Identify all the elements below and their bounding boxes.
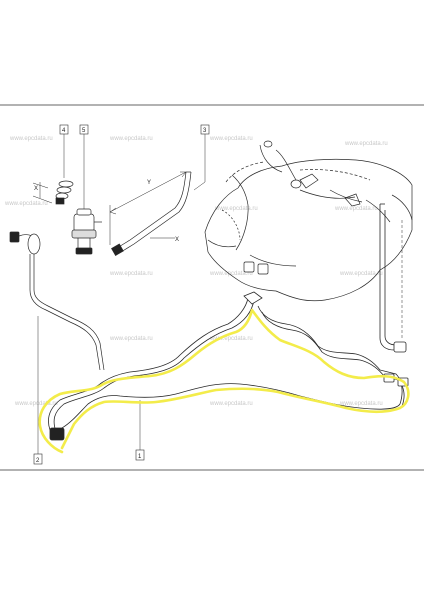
- watermark-text: www.epcdata.ru: [214, 206, 258, 212]
- watermark-text: www.epcdata.ru: [109, 336, 153, 342]
- connector-part-2: [9, 231, 105, 371]
- watermark-text: www.epcdata.ru: [14, 401, 58, 407]
- highlight-outline: [38, 308, 410, 454]
- watermark-text: www.epcdata.ru: [9, 136, 53, 142]
- watermark-text: www.epcdata.ru: [209, 136, 253, 142]
- callout-3-label: 3: [203, 128, 207, 134]
- dimension-label-x2: X: [175, 237, 179, 243]
- fuel-tank: [204, 140, 413, 302]
- callout-2: 2: [33, 316, 43, 465]
- valve-part-5: [71, 208, 102, 255]
- watermark-text: www.epcdata.ru: [339, 401, 383, 407]
- fitting-part-4: [32, 180, 74, 205]
- dimension-label-x1: X: [34, 186, 38, 192]
- watermark-text: www.epcdata.ru: [209, 336, 253, 342]
- watermark-text: www.epcdata.ru: [339, 271, 383, 277]
- watermarks: www.epcdata.ru www.epcdata.ru www.epcdat…: [4, 136, 388, 407]
- callout-3: 3: [193, 124, 210, 191]
- hose-part-3: [109, 171, 192, 256]
- dimension-label-y: Y: [147, 180, 151, 186]
- callout-2-label: 2: [36, 458, 40, 464]
- watermark-text: www.epcdata.ru: [109, 136, 153, 142]
- callout-1-label: 1: [138, 454, 142, 460]
- callout-1: 1: [135, 400, 145, 461]
- watermark-text: www.epcdata.ru: [334, 206, 378, 212]
- watermark-text: www.epcdata.ru: [4, 201, 48, 207]
- watermark-text: www.epcdata.ru: [209, 271, 253, 277]
- callout-4: 4: [59, 124, 69, 178]
- callout-4-label: 4: [62, 128, 66, 134]
- watermark-text: www.epcdata.ru: [344, 141, 388, 147]
- callout-5-label: 5: [82, 128, 86, 134]
- callout-5: 5: [79, 124, 89, 212]
- watermark-text: www.epcdata.ru: [109, 271, 153, 277]
- watermark-text: www.epcdata.ru: [209, 401, 253, 407]
